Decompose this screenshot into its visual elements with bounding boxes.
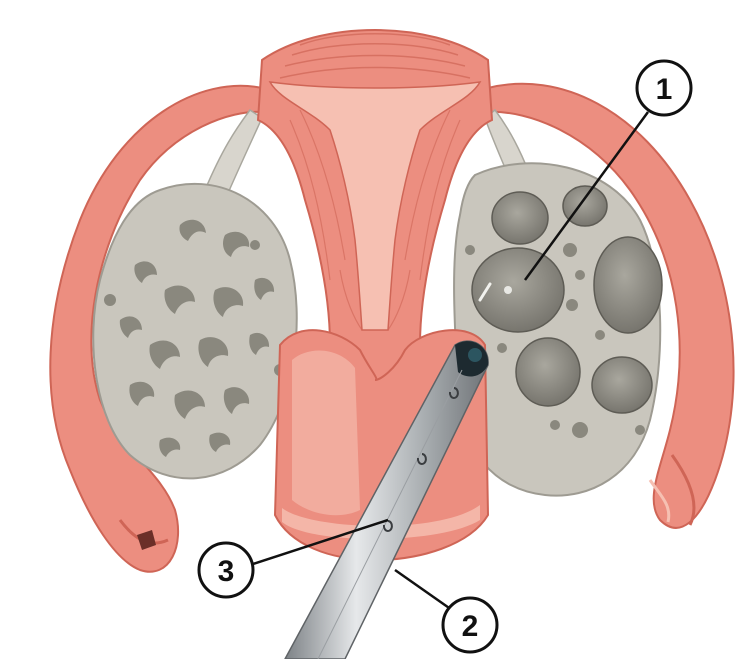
- callout-3: 3: [199, 543, 253, 597]
- left-ovary: [93, 184, 297, 479]
- callout-2: 2: [443, 598, 497, 652]
- leader-2: [395, 570, 452, 610]
- callout-1-label: 1: [656, 73, 673, 106]
- callout-2-label: 2: [462, 610, 479, 643]
- callout-1: 1: [637, 61, 691, 115]
- callout-3-label: 3: [218, 555, 235, 588]
